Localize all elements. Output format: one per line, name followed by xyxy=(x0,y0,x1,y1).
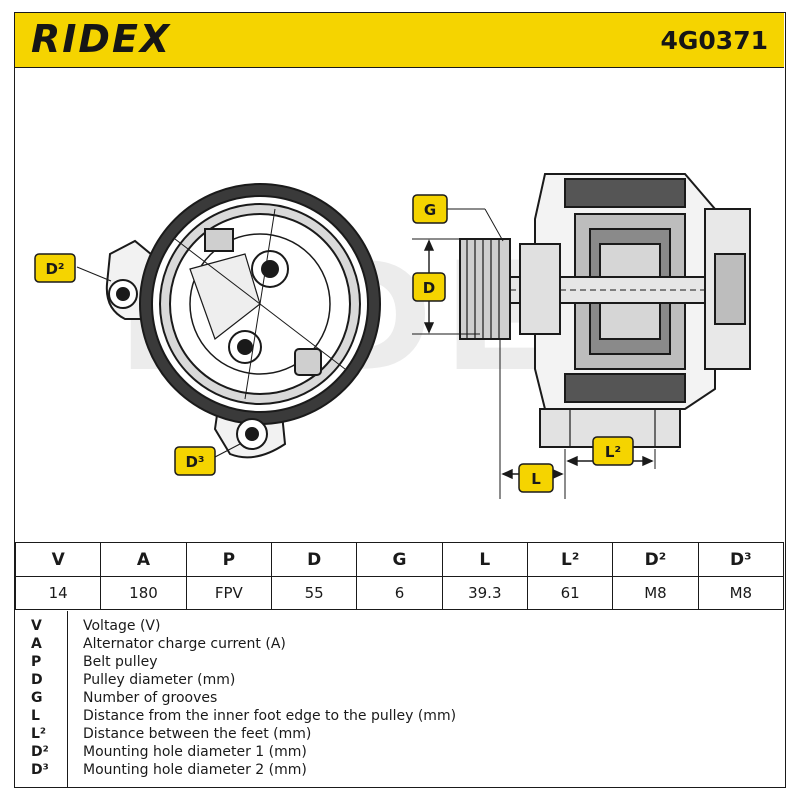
legend-item: G Number of grooves xyxy=(15,689,784,707)
part-number: 4G0371 xyxy=(660,26,769,55)
specs-value-cell: 14 xyxy=(14,576,102,610)
legend-item: D² Mounting hole diameter 1 (mm) xyxy=(15,743,784,761)
specs-header-cell: P xyxy=(185,542,272,577)
badge-d3-label: D³ xyxy=(185,453,204,471)
badge-d: D xyxy=(412,272,446,302)
legend-item: L² Distance between the feet (mm) xyxy=(15,725,784,743)
specs-header-row: V A P D G L L² D² D³ xyxy=(14,542,785,577)
specs-value-cell: 55 xyxy=(270,576,358,610)
legend-desc: Alternator charge current (A) xyxy=(83,636,286,652)
front-view xyxy=(105,183,381,459)
specs-value-cell: 6 xyxy=(356,576,443,610)
specs-header-cell: L xyxy=(441,542,528,577)
specs-value-row: 14 180 FPV 55 6 39.3 61 M8 M8 xyxy=(14,576,785,610)
badge-d2-label: D² xyxy=(45,260,64,278)
legend-divider xyxy=(67,611,68,787)
legend-item: A Alternator charge current (A) xyxy=(15,635,784,653)
specs-value-cell: 61 xyxy=(526,576,614,610)
legend-desc: Number of grooves xyxy=(83,690,218,706)
brand-logo: RIDEX xyxy=(31,17,172,61)
legend-desc: Distance from the inner foot edge to the… xyxy=(83,708,457,724)
specs-header-cell: A xyxy=(100,542,187,577)
legend-desc: Mounting hole diameter 1 (mm) xyxy=(83,744,307,760)
specs-value-cell: FPV xyxy=(185,576,272,610)
specs-header-cell: D xyxy=(270,542,358,577)
legend-desc: Belt pulley xyxy=(83,654,158,670)
badge-l-label: L xyxy=(531,470,541,488)
legend-code: L² xyxy=(31,726,47,742)
legend-item: D Pulley diameter (mm) xyxy=(15,671,784,689)
specs-header-cell: V xyxy=(14,542,102,577)
legend-item: P Belt pulley xyxy=(15,653,784,671)
specs-value-cell: M8 xyxy=(612,576,699,610)
legend-item: D³ Mounting hole diameter 2 (mm) xyxy=(15,761,784,779)
badge-l2-label: L² xyxy=(605,443,621,461)
specs-header-cell: G xyxy=(356,542,443,577)
specs-value-cell: M8 xyxy=(697,576,785,610)
legend: V Voltage (V) A Alternator charge curren… xyxy=(15,611,784,787)
legend-code: L xyxy=(31,708,40,724)
badge-d2: D² xyxy=(34,253,76,283)
alternator-drawing: RIDEX xyxy=(34,173,751,499)
specs-value-cell: 39.3 xyxy=(441,576,528,610)
legend-code: A xyxy=(31,636,42,652)
legend-code: D³ xyxy=(31,762,49,778)
legend-code: V xyxy=(31,618,42,634)
badge-l: L xyxy=(518,463,554,493)
badge-l2: L² xyxy=(592,436,634,466)
specs-table: V A P D G L L² D² D³ 14 180 FPV 55 6 39.… xyxy=(14,542,785,610)
legend-code: D² xyxy=(31,744,49,760)
badge-d3: D³ xyxy=(174,446,216,476)
badge-d-label: D xyxy=(423,279,435,297)
badge-g-label: G xyxy=(424,201,436,219)
specs-value-cell: 180 xyxy=(100,576,187,610)
legend-desc: Voltage (V) xyxy=(83,618,161,634)
legend-code: D xyxy=(31,672,43,688)
legend-item: V Voltage (V) xyxy=(15,617,784,635)
legend-item: L Distance from the inner foot edge to t… xyxy=(15,707,784,725)
specs-header-cell: L² xyxy=(526,542,614,577)
badge-g: G xyxy=(412,194,448,224)
specs-header-cell: D³ xyxy=(697,542,785,577)
legend-code: G xyxy=(31,690,43,706)
legend-desc: Mounting hole diameter 2 (mm) xyxy=(83,762,307,778)
specs-header-cell: D² xyxy=(612,542,699,577)
product-sheet: RIDEX 4G0371 RIDEX xyxy=(14,12,786,788)
side-view xyxy=(459,173,751,448)
header-bar: RIDEX 4G0371 xyxy=(15,13,784,68)
legend-code: P xyxy=(31,654,42,670)
legend-desc: Pulley diameter (mm) xyxy=(83,672,236,688)
legend-desc: Distance between the feet (mm) xyxy=(83,726,312,742)
